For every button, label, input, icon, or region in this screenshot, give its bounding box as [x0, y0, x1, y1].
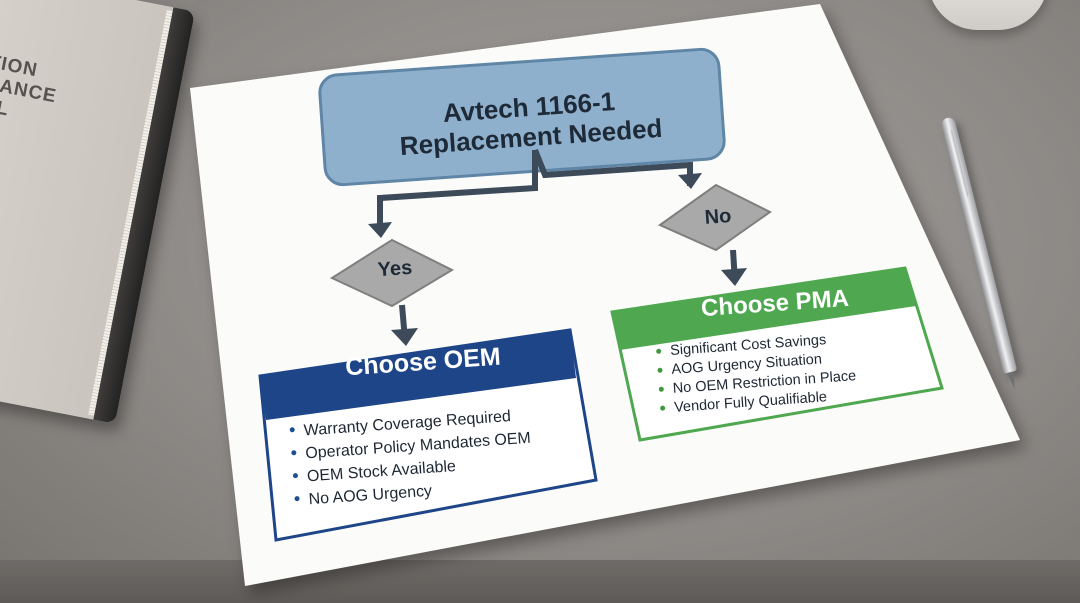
- desk-edge: [0, 560, 1080, 603]
- pma-box-header: [612, 268, 916, 350]
- oem-box-header: [260, 330, 576, 420]
- decision-diamond-no: [657, 183, 772, 252]
- arrowhead-oem: [391, 328, 418, 346]
- connector-to-yes: [377, 150, 538, 232]
- arrowhead-pma: [721, 268, 747, 286]
- oem-criteria-list: Warranty Coverage Required Operator Poli…: [289, 404, 535, 513]
- title-box: [318, 47, 726, 187]
- arrowheads: [368, 173, 747, 346]
- arrowhead-yes: [368, 222, 392, 238]
- decision-diamond-yes: [329, 238, 455, 308]
- pma-criteria-list: Significant Cost Savings AOG Urgency Sit…: [656, 329, 859, 419]
- arrowhead-no: [678, 173, 702, 189]
